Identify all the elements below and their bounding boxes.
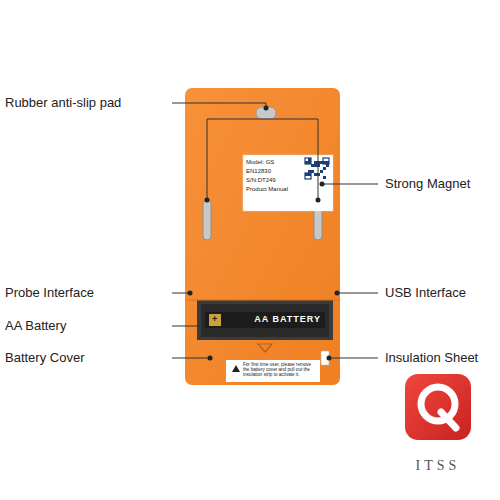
node-text: Model: GS	[246, 158, 274, 167]
part-label: Strong Magnet	[385, 176, 470, 192]
part-label: Battery Cover	[5, 350, 84, 366]
part-label: Probe Interface	[5, 285, 94, 301]
part-label: USB Interface	[385, 285, 466, 301]
warning-label: For first time user, please remove the b…	[242, 361, 319, 378]
battery-compartment-inner	[201, 304, 329, 337]
leader-lines	[172, 103, 378, 358]
rubber-pad	[203, 200, 211, 240]
node-text: Product Manual	[246, 185, 288, 194]
logo-tile	[405, 374, 471, 440]
part-label: AA Battery	[5, 318, 66, 334]
node-text: S/N:DT249	[246, 176, 276, 185]
warning-icon	[232, 365, 240, 372]
open-marker	[258, 344, 272, 352]
sticker	[243, 155, 333, 211]
part-label: Rubber anti-slip pad	[5, 95, 121, 111]
device-housing	[185, 88, 340, 385]
warning-label	[226, 360, 320, 382]
logo-mark-tail	[441, 412, 456, 428]
part-label: Insulation Sheet	[385, 350, 478, 366]
cover-seam	[185, 300, 340, 301]
aa-battery: + AA BATTERY	[205, 312, 325, 328]
qr-code	[304, 157, 330, 179]
product-sticker: Model: GSEN12830S/N:DT249Product Manual	[245, 157, 303, 195]
battery-compartment	[197, 300, 333, 340]
leader-dots	[188, 106, 340, 361]
node-text: For first time user, please remove the b…	[243, 362, 318, 377]
battery-print: +	[209, 314, 221, 326]
logo-mark	[421, 387, 455, 421]
node-text: EN12830	[246, 167, 271, 176]
battery-print: AA BATTERY	[254, 314, 321, 326]
logo-wordmark: ITSS	[416, 458, 461, 474]
